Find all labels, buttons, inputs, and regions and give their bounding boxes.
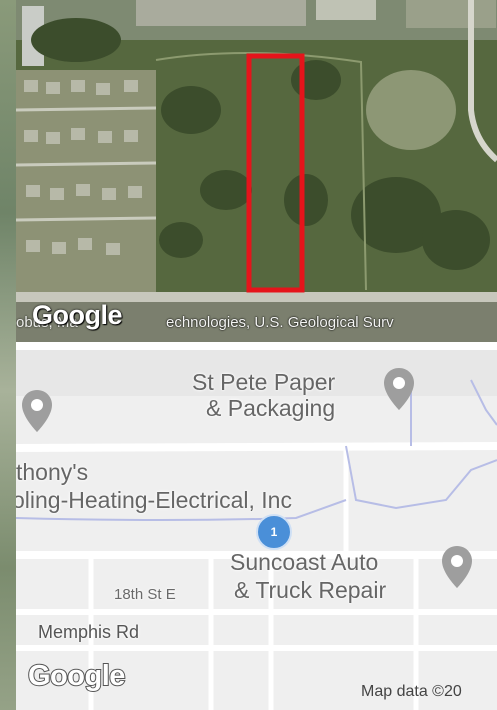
road-map[interactable]: St Pete Paper & Packaging thony's oling-… xyxy=(16,350,497,710)
satellite-attribution-left: obus, Ma xyxy=(16,314,78,331)
satellite-imagery xyxy=(16,0,497,342)
map-pin-icon[interactable] xyxy=(440,544,474,590)
left-edge-imagery xyxy=(0,0,16,710)
google-logo[interactable]: Google xyxy=(32,300,123,330)
road-map-base xyxy=(16,350,497,710)
parcel-outline xyxy=(246,53,305,293)
google-logo[interactable]: Google xyxy=(27,659,126,693)
poi-name[interactable]: Suncoast Auto xyxy=(230,549,379,575)
marker-cluster[interactable]: 1 xyxy=(256,514,292,550)
poi-name[interactable]: thony's xyxy=(16,459,89,485)
map-pin-icon[interactable] xyxy=(20,388,54,434)
street-label: Memphis Rd xyxy=(38,622,140,642)
panel-divider xyxy=(16,342,497,350)
satellite-map[interactable]: obus, Ma Google echnologies, U.S. Geolog… xyxy=(16,0,497,342)
satellite-attribution: echnologies, U.S. Geological Surv xyxy=(166,314,394,331)
poi-name[interactable]: & Packaging xyxy=(206,395,336,421)
map-pin-icon[interactable] xyxy=(382,366,416,412)
poi-name[interactable]: & Truck Repair xyxy=(234,577,387,603)
street-label: 18th St E xyxy=(114,586,176,603)
map-attribution[interactable]: Map data ©20 xyxy=(361,683,462,700)
poi-name[interactable]: oling-Heating-Electrical, Inc xyxy=(16,487,292,513)
poi-name[interactable]: St Pete Paper xyxy=(192,369,336,395)
